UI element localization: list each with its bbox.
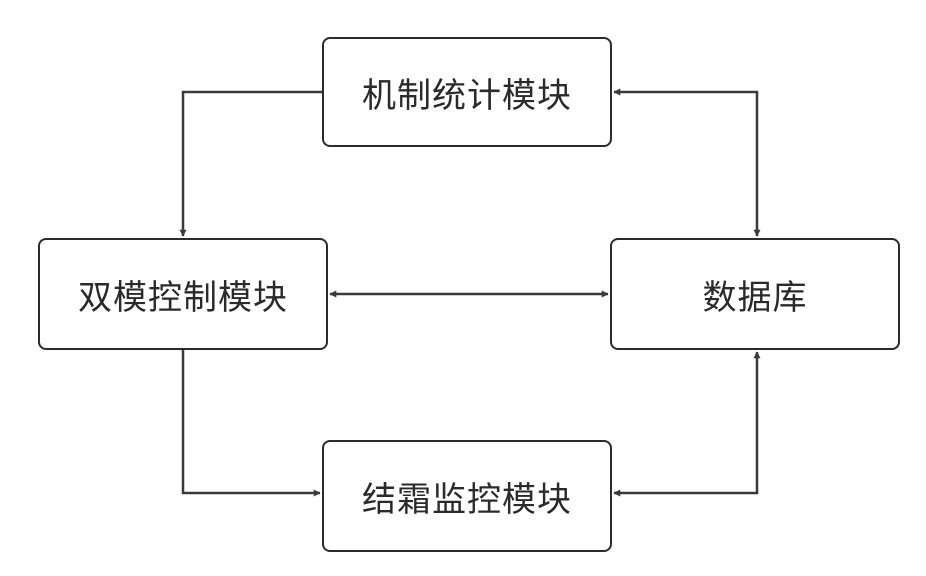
database-label: 数据库 [703, 270, 808, 319]
database-node: 数据库 [610, 238, 900, 350]
mechanism-stats-module: 机制统计模块 [322, 37, 612, 147]
edge-mechanism-to-dual [183, 92, 322, 236]
dual-mode-control-module: 双模控制模块 [38, 238, 328, 350]
edge-frost-database [614, 352, 757, 493]
dual-mode-control-label: 双模控制模块 [78, 270, 288, 319]
frost-monitor-module: 结霜监控模块 [322, 440, 612, 552]
mechanism-stats-label: 机制统计模块 [362, 68, 572, 117]
edge-mechanism-database [614, 92, 757, 236]
frost-monitor-label: 结霜监控模块 [362, 472, 572, 521]
edge-dual-to-frost [183, 350, 320, 493]
